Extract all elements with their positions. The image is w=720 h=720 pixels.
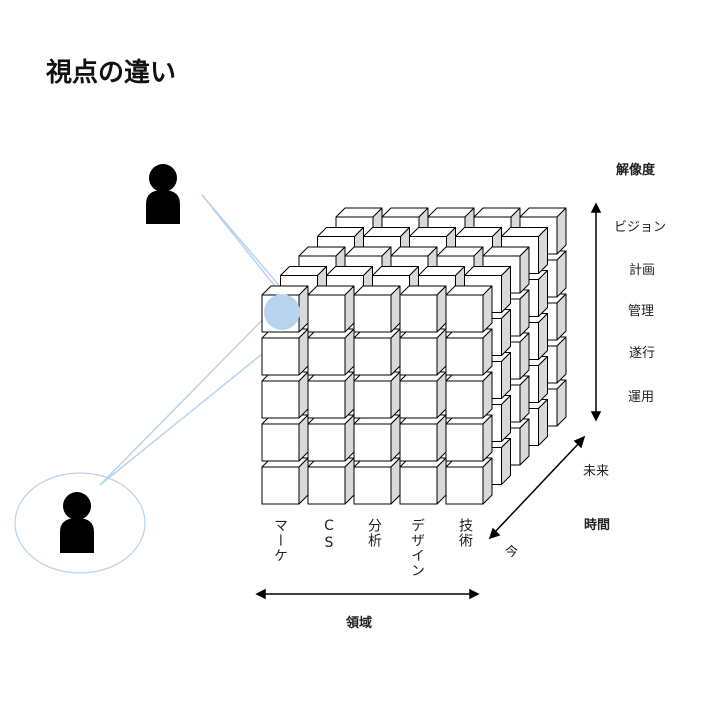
domain-column-marketing: マーケ — [272, 518, 288, 563]
cube-front-face — [307, 423, 346, 462]
page-title: 視点の違い — [46, 58, 177, 88]
cube-cell — [307, 328, 355, 376]
cube-front-face — [261, 466, 300, 505]
person-icon — [60, 492, 94, 553]
cube-front-face — [399, 380, 438, 419]
domain-column-cs: CS — [321, 518, 337, 552]
cube-front-face — [353, 337, 392, 376]
cube-cell — [353, 371, 401, 419]
cube-front-face — [445, 380, 484, 419]
resolution-level-management: 管理 — [628, 304, 655, 319]
cube-front-face — [307, 294, 346, 333]
cube-cell — [445, 414, 493, 462]
cube-cell — [399, 328, 447, 376]
cube-cell — [307, 285, 355, 333]
cube-front-face — [307, 380, 346, 419]
cube-cell — [261, 457, 309, 505]
cube-front-face — [445, 423, 484, 462]
cube-front-face — [445, 294, 484, 333]
domain-column-analysis: 分析 — [366, 518, 382, 548]
time-now-label: 今 — [505, 545, 519, 560]
domain-column-tech: 技術 — [457, 518, 473, 548]
cube-cell — [261, 371, 309, 419]
cube-cell — [261, 328, 309, 376]
time-axis-label: 時間 — [584, 518, 611, 533]
cube-front-face — [445, 466, 484, 505]
cube-cell — [445, 328, 493, 376]
cube-cell — [307, 414, 355, 462]
cube-front-face — [399, 294, 438, 333]
cube-grid — [261, 207, 567, 505]
resolution-level-execution: 遂行 — [629, 346, 656, 361]
cube-front-face — [307, 337, 346, 376]
domain-column-design: デザイン — [409, 518, 425, 578]
time-axis-arrow — [488, 435, 586, 540]
cube-front-face — [353, 423, 392, 462]
time-future-label: 未来 — [583, 464, 610, 479]
cube-cell — [399, 371, 447, 419]
cube-front-face — [445, 337, 484, 376]
sightline-bottom-1 — [99, 299, 283, 486]
cube-cell — [261, 414, 309, 462]
cube-front-face — [261, 337, 300, 376]
resolution-axis-label: 解像度 — [616, 163, 656, 178]
observer-highlight-ellipse — [14, 472, 146, 574]
cube-front-face — [307, 466, 346, 505]
cube-front-face — [353, 380, 392, 419]
cube-cell — [353, 285, 401, 333]
cube-front-face — [353, 294, 392, 333]
resolution-level-plan: 計画 — [629, 263, 656, 278]
resolution-axis-arrow — [590, 202, 602, 422]
cube-cell — [445, 457, 493, 505]
cube-front-face — [399, 423, 438, 462]
domain-axis-arrow — [255, 588, 480, 600]
person-icon — [146, 164, 180, 224]
cube-cell — [399, 457, 447, 505]
cube-front-face — [399, 337, 438, 376]
cube-front-face — [261, 423, 300, 462]
resolution-level-operation: 運用 — [628, 390, 655, 405]
cube-cell — [353, 414, 401, 462]
cube-cell — [353, 328, 401, 376]
cube-cell — [445, 285, 493, 333]
cube-cell — [307, 457, 355, 505]
cube-front-face — [261, 380, 300, 419]
cube-cell — [353, 457, 401, 505]
focus-highlight — [264, 294, 300, 330]
cube-cell — [399, 285, 447, 333]
cube-cell — [307, 371, 355, 419]
cube-front-face — [399, 466, 438, 505]
cube-cell — [399, 414, 447, 462]
cube-cell — [445, 371, 493, 419]
domain-axis-label: 領域 — [346, 616, 373, 631]
cube-front-face — [353, 466, 392, 505]
resolution-level-vision: ビジョン — [614, 220, 667, 235]
